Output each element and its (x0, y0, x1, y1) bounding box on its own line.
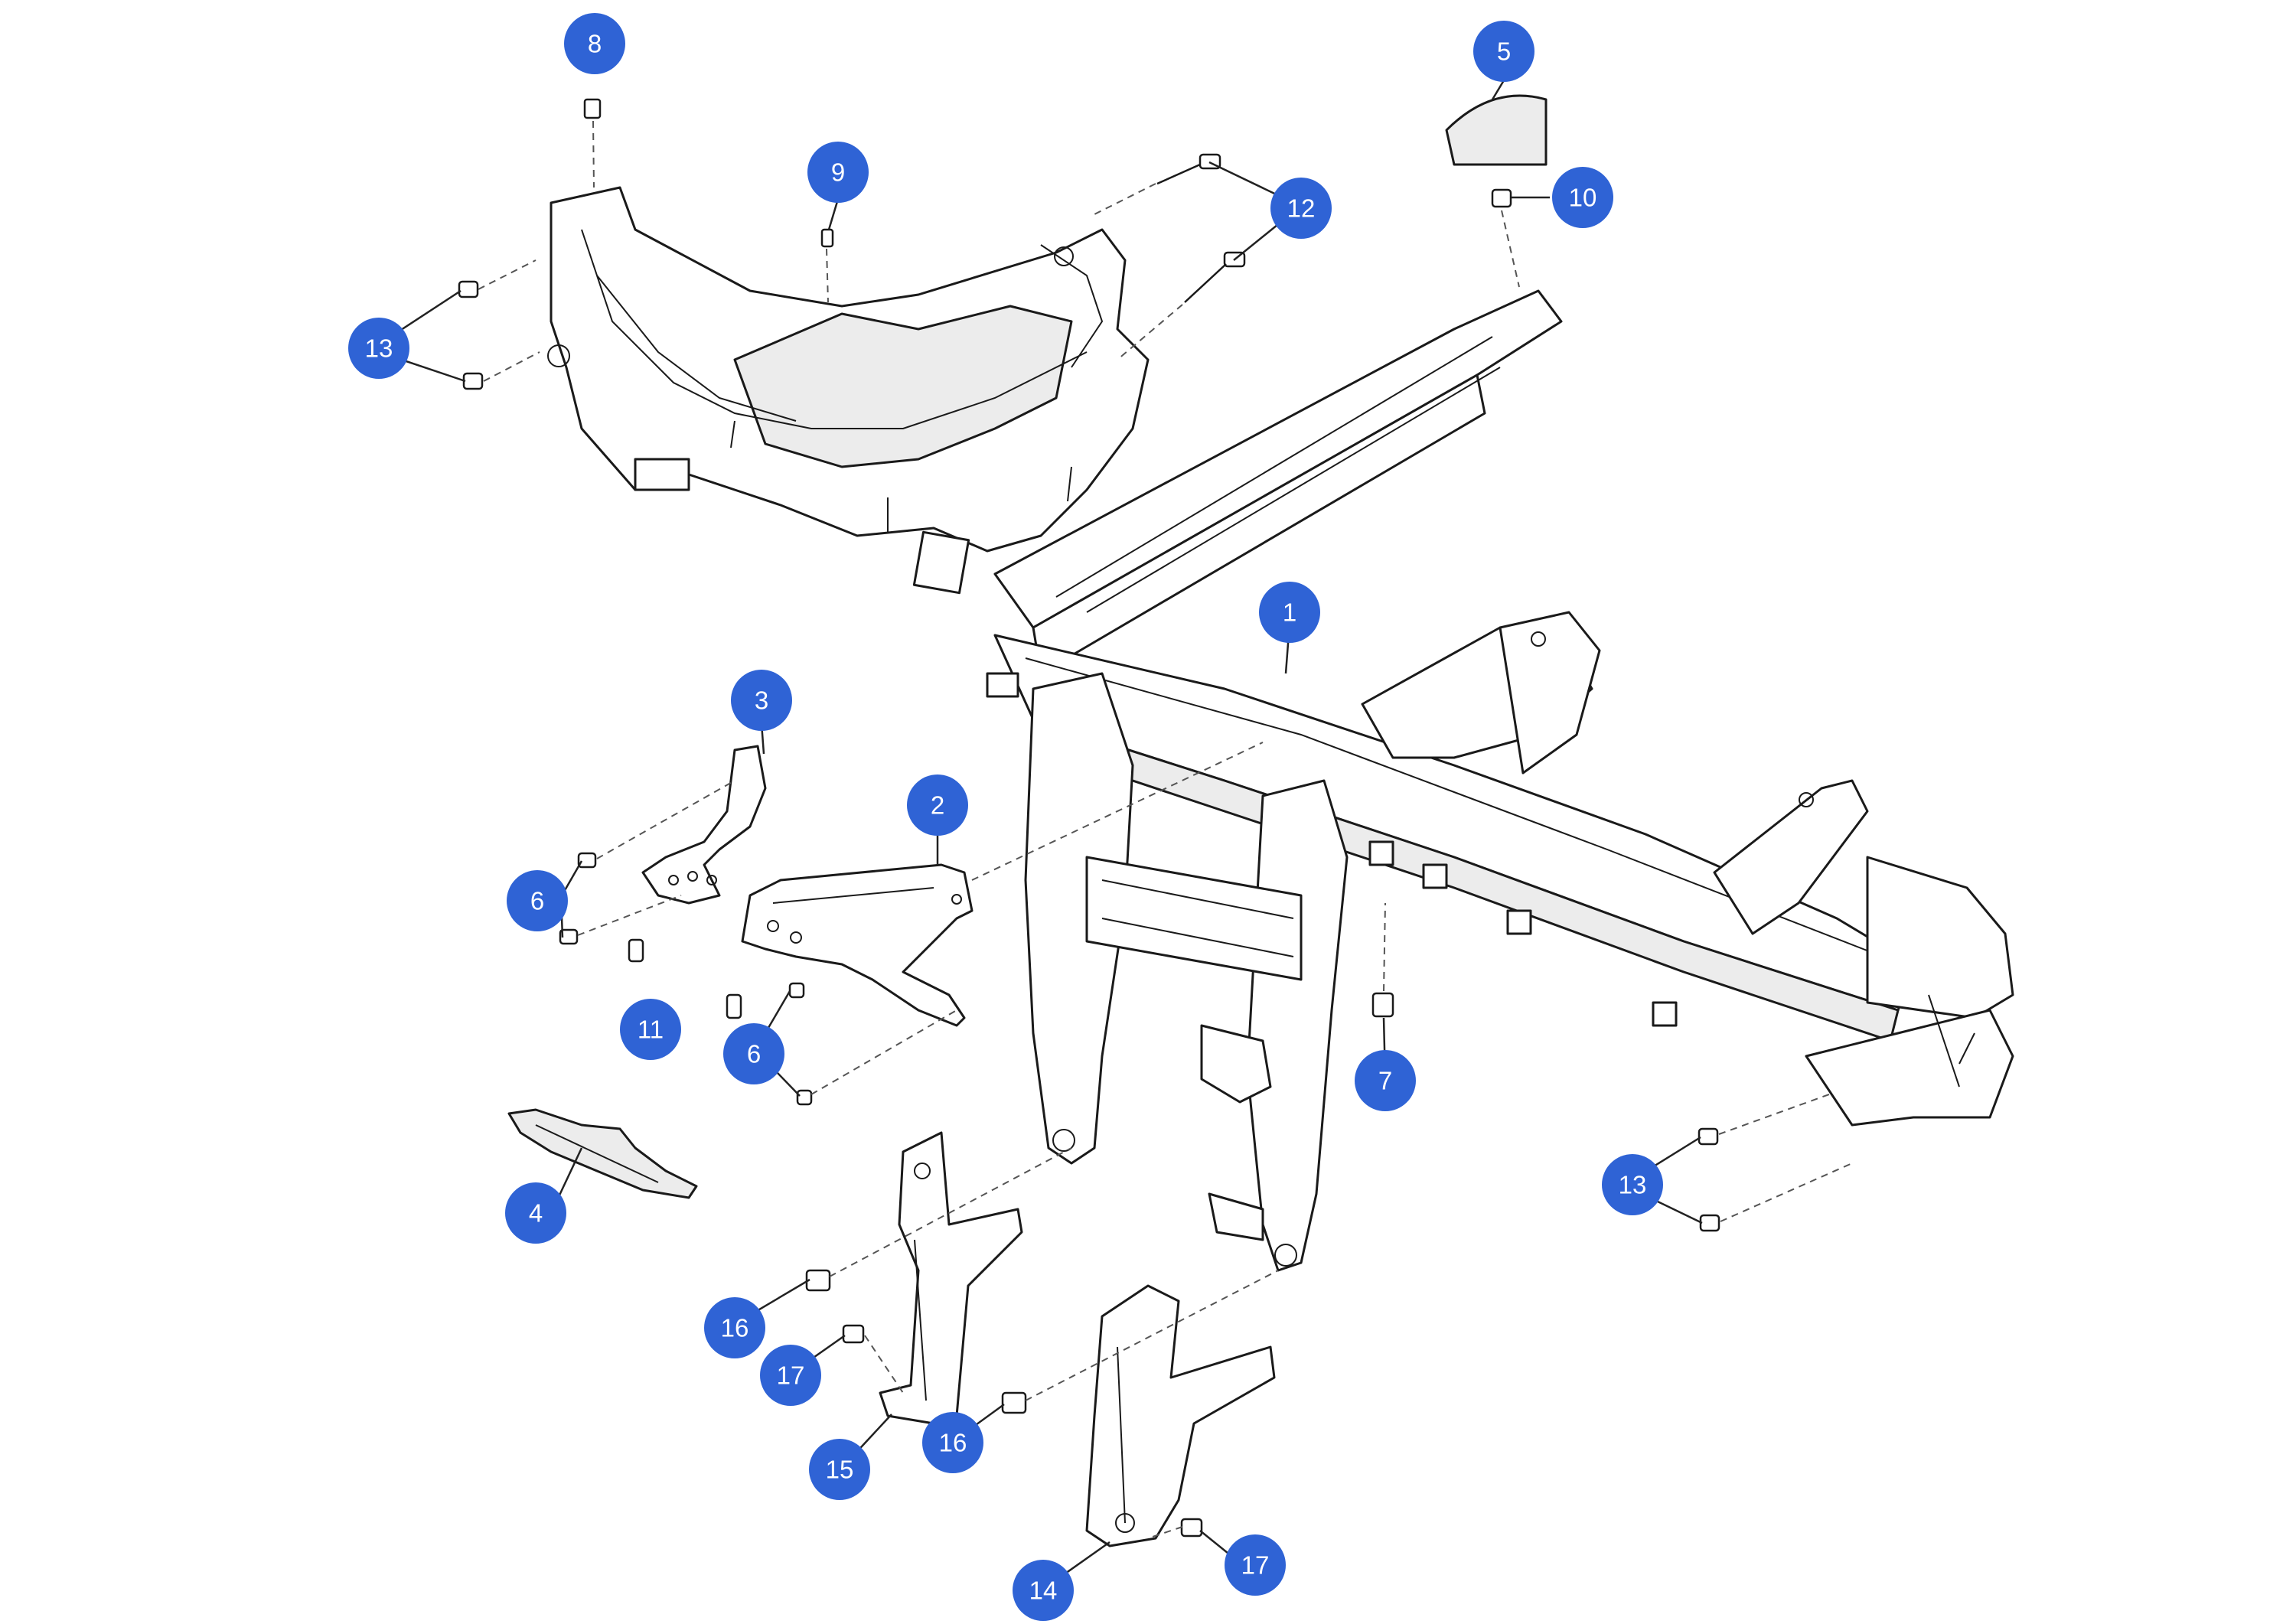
cowl-cross-bar-main-beam (986, 289, 2014, 1127)
callout-3: 3 (731, 670, 792, 731)
callout-circle (907, 774, 968, 836)
callout-circle (564, 13, 625, 74)
callout-circle (731, 670, 792, 731)
callout-circle (807, 142, 869, 203)
callout-circle (1602, 1154, 1663, 1215)
callout-label: 15 (826, 1456, 854, 1484)
callout-label: 16 (721, 1314, 749, 1342)
callout-17-right: 17 (1225, 1534, 1286, 1596)
callout-2: 2 (907, 774, 968, 836)
callout-6-upper: 6 (507, 870, 568, 931)
callout-circle (760, 1345, 821, 1406)
callout-label: 4 (529, 1199, 543, 1228)
lower-bracket-part-15 (879, 1131, 1023, 1425)
callout-label: 5 (1497, 38, 1511, 66)
callout-label: 16 (939, 1429, 967, 1457)
callout-label: 11 (638, 1016, 664, 1044)
fasteners (458, 98, 1720, 1538)
callout-label: 12 (1287, 194, 1316, 223)
callout-13-lower: 13 (1602, 1154, 1663, 1215)
callout-label: 13 (365, 334, 393, 363)
callout-label: 7 (1378, 1067, 1392, 1095)
callout-circle (1270, 178, 1332, 239)
callout-12: 12 (1270, 178, 1332, 239)
callout-circle (1225, 1534, 1286, 1596)
steering-support-bracket (547, 186, 1150, 595)
callout-circle (507, 870, 568, 931)
callout-1: 1 (1259, 582, 1320, 643)
callout-circle (723, 1023, 784, 1084)
callout-label: 13 (1619, 1171, 1647, 1199)
callout-16-right: 16 (922, 1412, 983, 1473)
bracket-part-3 (641, 745, 767, 905)
callout-markers: 1 2 3 4 5 6 6 7 (348, 13, 1663, 1621)
callout-circle (1259, 582, 1320, 643)
callout-14: 14 (1013, 1560, 1074, 1621)
callout-label: 14 (1029, 1577, 1058, 1605)
callout-circle (505, 1182, 566, 1244)
callout-13-upper: 13 (348, 318, 409, 379)
pad-part-5 (1445, 94, 1548, 166)
alignment-dashed-lines (478, 120, 1853, 1539)
center-vertical-supports (1024, 672, 1349, 1272)
callout-circle (922, 1412, 983, 1473)
callout-11: 11 (620, 999, 681, 1060)
callout-15: 15 (809, 1439, 870, 1500)
callout-8: 8 (564, 13, 625, 74)
callout-label: 6 (747, 1040, 761, 1068)
callout-label: 2 (931, 791, 944, 820)
lower-bracket-part-14 (1085, 1284, 1276, 1547)
callout-circle (1013, 1560, 1074, 1621)
callout-label: 10 (1569, 184, 1597, 212)
callout-circle (1473, 21, 1534, 82)
callout-circle (620, 999, 681, 1060)
callout-5: 5 (1473, 21, 1534, 82)
callout-7: 7 (1355, 1050, 1416, 1111)
callout-circle (1552, 167, 1613, 228)
callout-label: 17 (777, 1361, 805, 1390)
callout-4: 4 (505, 1182, 566, 1244)
callout-label: 6 (530, 887, 544, 915)
callout-9: 9 (807, 142, 869, 203)
callout-label: 8 (588, 30, 602, 58)
callout-label: 9 (831, 158, 845, 187)
callout-label: 17 (1241, 1551, 1270, 1580)
callout-circle (704, 1297, 765, 1358)
callout-17-left: 17 (760, 1345, 821, 1406)
callout-label: 1 (1283, 598, 1296, 627)
callout-label: 3 (755, 686, 768, 715)
bracket-part-2 (741, 863, 974, 1027)
callout-circle (1355, 1050, 1416, 1111)
callout-circle (348, 318, 409, 379)
callout-16-left: 16 (704, 1297, 765, 1358)
callout-10: 10 (1552, 167, 1613, 228)
callout-circle (809, 1439, 870, 1500)
callout-6-lower: 6 (723, 1023, 784, 1084)
cover-part-4 (507, 1108, 698, 1199)
